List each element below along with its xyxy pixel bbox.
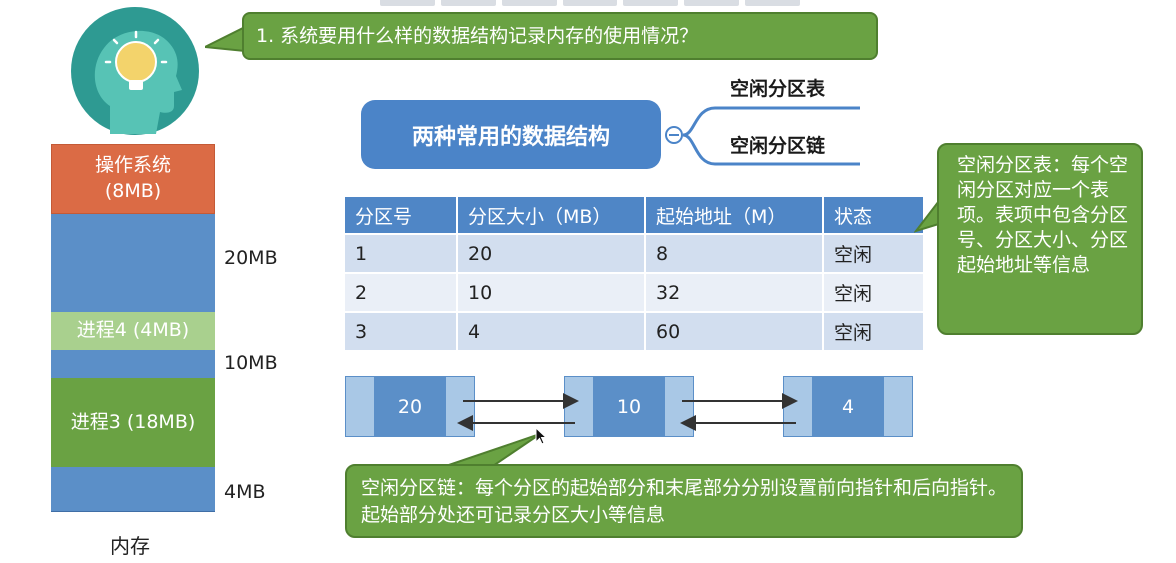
cell-status: 空闲 [823, 233, 925, 273]
memory-block-process-4: 进程4 (4MB) [51, 312, 215, 350]
table-row: 3 4 60 空闲 [345, 311, 925, 350]
free-size-label-1: 20MB [224, 247, 278, 269]
memory-block-process-3: 进程3 (18MB) [51, 378, 215, 467]
node-prev-pointer [345, 376, 375, 437]
table-row: 1 20 8 空闲 [345, 233, 925, 273]
cell-partition-size: 10 [457, 272, 646, 312]
memory-block-free-1 [51, 214, 215, 312]
mindmap-connectors [665, 106, 860, 166]
mindmap-child-table: 空闲分区表 [730, 78, 826, 100]
list-pointer-arrows [457, 393, 798, 431]
os-size: (8MB) [104, 180, 162, 202]
node-size-value: 10 [594, 376, 664, 437]
node-size-value: 4 [813, 376, 883, 437]
cell-start-address: 32 [645, 272, 824, 312]
thinking-head-icon [71, 7, 199, 135]
cell-partition-no: 3 [345, 311, 458, 350]
memory-block-free-3 [51, 467, 215, 512]
free-partition-table: 分区号 分区大小（MB） 起始地址（M） 状态 1 20 8 空闲 2 10 3… [345, 197, 925, 350]
header-partition-size: 分区大小（MB） [457, 197, 646, 234]
cell-status: 空闲 [823, 272, 925, 312]
process-3-label: 进程3 (18MB) [70, 410, 196, 433]
node-next-pointer [664, 376, 694, 437]
mouse-cursor-icon [535, 427, 548, 445]
header-partition-no: 分区号 [345, 197, 458, 234]
cell-partition-size: 20 [457, 233, 646, 273]
list-node-1: 20 [345, 376, 475, 437]
cell-partition-size: 4 [457, 311, 646, 350]
memory-block-free-2 [51, 350, 215, 378]
mindmap-root: 两种常用的数据结构 [361, 100, 661, 169]
chain-note-callout: 空闲分区链：每个分区的起始部分和末尾部分分别设置前向指针和后向指针。起始部分处还… [345, 464, 1023, 538]
slide-top-strip [380, 0, 801, 6]
memory-caption: 内存 [110, 534, 150, 558]
node-next-pointer [883, 376, 913, 437]
cell-partition-no: 2 [345, 272, 458, 312]
cell-start-address: 60 [645, 311, 824, 350]
free-size-label-3: 4MB [224, 481, 266, 503]
table-row: 2 10 32 空闲 [345, 272, 925, 312]
process-4-label: 进程4 (4MB) [76, 319, 190, 342]
list-node-3: 4 [783, 376, 913, 437]
question-callout-tail [205, 25, 245, 53]
node-size-value: 20 [375, 376, 445, 437]
table-header-row: 分区号 分区大小（MB） 起始地址（M） 状态 [345, 197, 925, 234]
cell-start-address: 8 [645, 233, 824, 273]
header-status: 状态 [823, 197, 925, 234]
question-callout: 1. 系统要用什么样的数据结构记录内存的使用情况？ [242, 12, 878, 60]
table-note-callout: 空闲分区表：每个空闲分区对应一个表项。表项中包含分区号、分区大小、分区起始地址等… [937, 143, 1143, 335]
cell-status: 空闲 [823, 311, 925, 350]
header-start-address: 起始地址（M） [645, 197, 824, 234]
free-size-label-2: 10MB [224, 352, 278, 374]
mindmap-child-chain: 空闲分区链 [730, 135, 826, 157]
memory-block-os: 操作系统 (8MB) [51, 144, 215, 214]
os-label: 操作系统 [94, 154, 171, 177]
cell-partition-no: 1 [345, 233, 458, 273]
